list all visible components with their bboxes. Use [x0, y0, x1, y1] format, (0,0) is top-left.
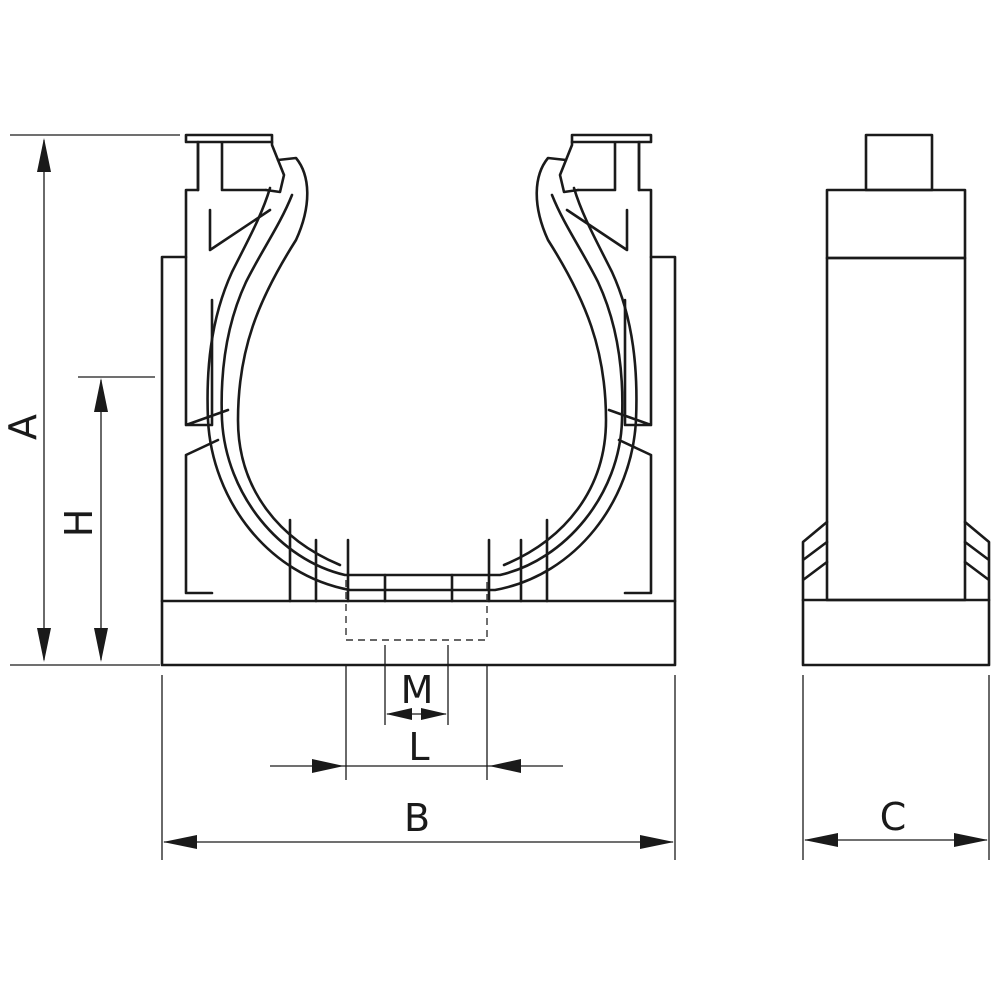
dimension-b	[163, 835, 674, 849]
dimension-h	[94, 378, 108, 662]
right-rib-lower	[617, 438, 653, 595]
body-left-outline	[160, 133, 286, 603]
right-window	[565, 208, 653, 427]
dimension-l	[270, 759, 563, 773]
label-m: M	[401, 668, 434, 712]
side-body	[825, 256, 967, 602]
dimension-a	[37, 138, 51, 662]
side-left-flange	[801, 520, 829, 602]
dimension-c	[804, 833, 988, 847]
label-l: L	[408, 725, 429, 769]
front-view	[160, 133, 677, 667]
left-window	[184, 208, 272, 427]
hidden-slot	[345, 580, 488, 641]
side-base	[801, 598, 991, 667]
body-right-outline	[558, 133, 677, 603]
side-upper-block	[825, 188, 967, 260]
center-slot	[383, 573, 454, 603]
label-a: A	[1, 414, 45, 440]
outer-ring-right	[502, 156, 608, 567]
side-right-flange	[963, 520, 991, 602]
left-rib-lower	[184, 438, 220, 595]
side-top-cap	[864, 133, 934, 192]
inner-ring	[220, 193, 624, 577]
label-h: H	[57, 509, 101, 538]
base-plate	[160, 599, 677, 667]
label-b: B	[404, 796, 430, 840]
side-view	[801, 133, 991, 667]
clip-arm-right-top	[570, 140, 641, 192]
label-c: C	[880, 795, 907, 839]
dimension-m	[386, 708, 447, 720]
clip-arm-left-top	[196, 140, 274, 192]
outer-ring-left	[236, 156, 342, 567]
foot-left	[288, 518, 350, 603]
foot-right	[487, 518, 549, 603]
innermost-ring	[206, 186, 638, 592]
